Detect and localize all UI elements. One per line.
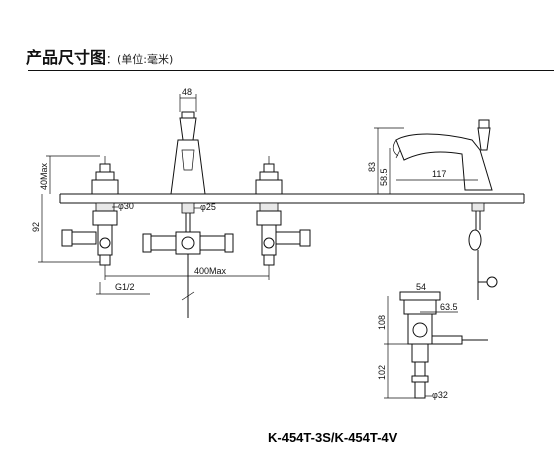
- deck-slab: [59, 193, 525, 204]
- dim-102: 102: [377, 365, 387, 380]
- dim-400max: 400Max: [194, 266, 227, 276]
- page-title: 产品尺寸图: [26, 48, 107, 67]
- dim-117: 117: [432, 169, 446, 179]
- left-handle-valve: [61, 156, 119, 266]
- dim-g12: G1/2: [115, 282, 135, 292]
- unit-note: ：(单位:毫米): [106, 53, 174, 66]
- dim-phi32: φ32: [432, 390, 448, 400]
- center-spout: [142, 111, 234, 318]
- dim-83: 83: [367, 162, 377, 172]
- dim-58-5: 58.5: [379, 168, 389, 186]
- dimension-lines: [38, 94, 478, 399]
- diverter-valve-assembly: [399, 291, 488, 399]
- dim-phi30: φ30: [118, 201, 134, 211]
- dim-phi25: φ25: [200, 202, 216, 212]
- hand-shower: [392, 119, 498, 300]
- page-header: 产品尺寸图 ：(单位:毫米): [26, 44, 174, 67]
- dim-63-5: 63.5: [440, 302, 458, 312]
- header-rule: [28, 70, 554, 71]
- dim-92: 92: [31, 222, 41, 232]
- dim-108: 108: [377, 315, 387, 330]
- dim-54: 54: [416, 282, 426, 292]
- dim-40max: 40Max: [39, 162, 49, 190]
- dim-48: 48: [182, 87, 192, 97]
- right-handle-valve: [255, 156, 311, 266]
- model-number: K-454T-3S/K-454T-4V: [268, 430, 398, 445]
